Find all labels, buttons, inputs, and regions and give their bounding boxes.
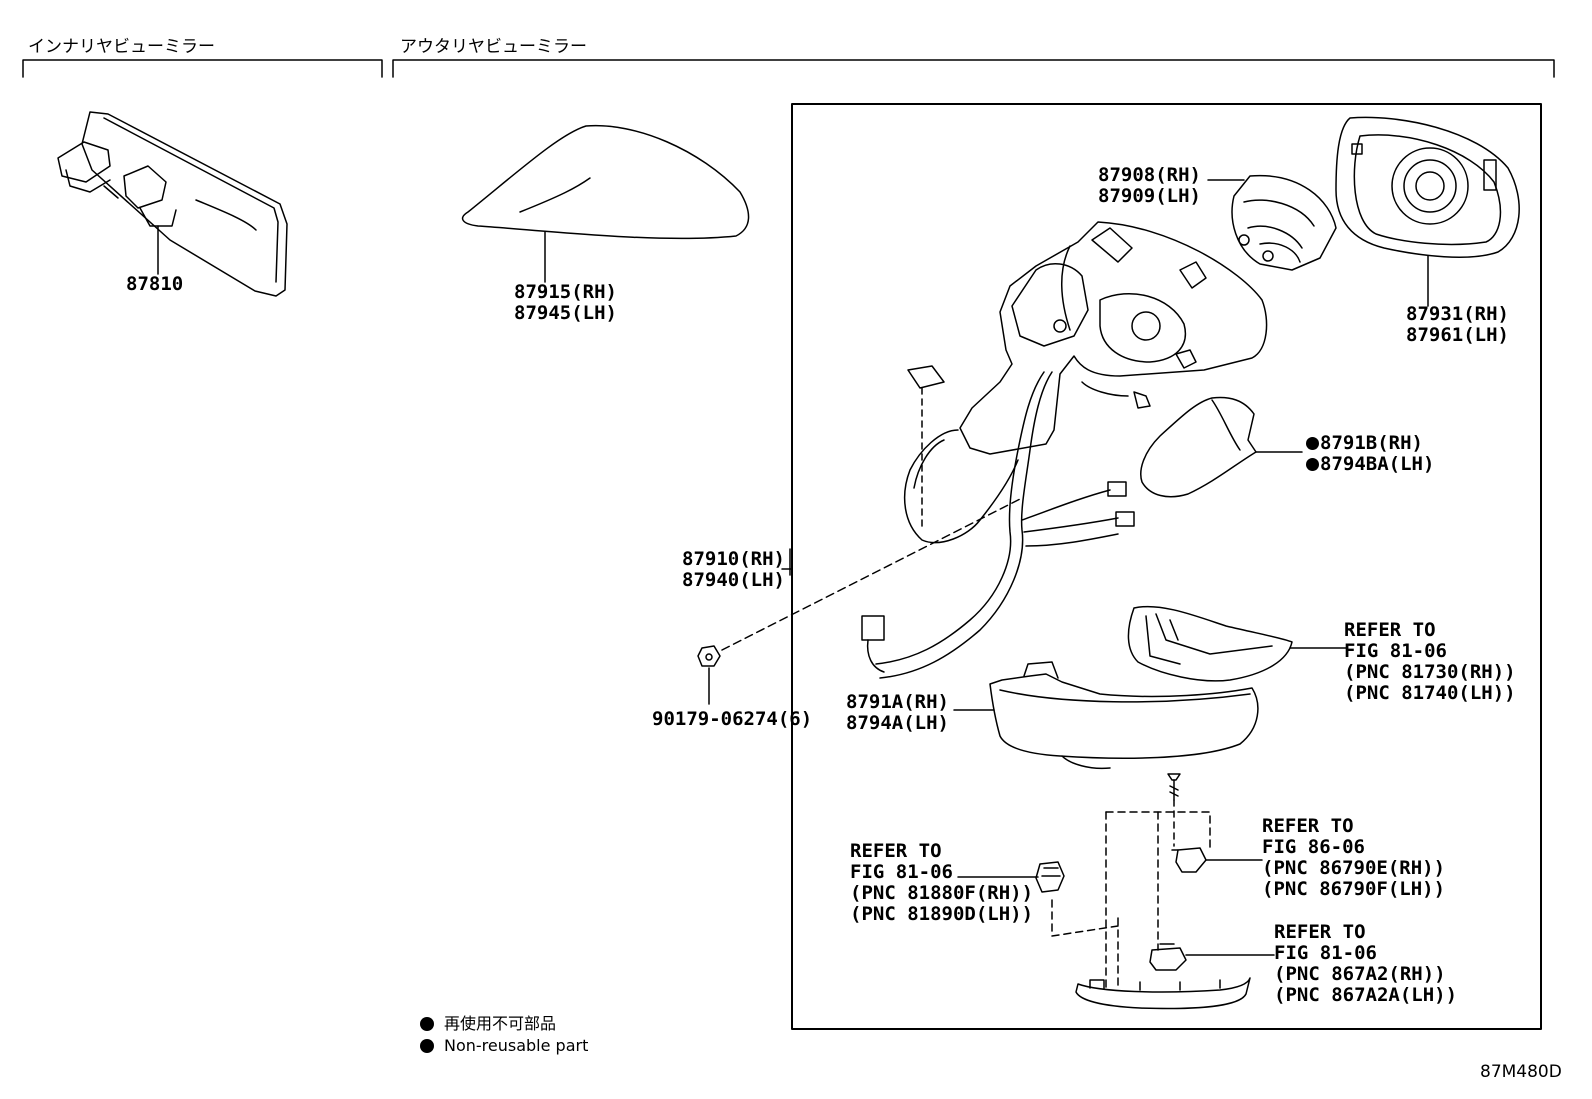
ref-81880-line2[interactable]: FIG 81-06 xyxy=(850,861,953,883)
part-label-87931-rh[interactable]: 87931(RH) xyxy=(1406,303,1509,325)
lamp-strip-drawing xyxy=(1075,977,1251,1010)
legend-jp: 再使用不可部品 xyxy=(420,1010,556,1034)
mirror-holder-drawing xyxy=(1335,116,1520,258)
screw-drawing xyxy=(1167,773,1181,847)
cover-clip-drawing xyxy=(907,365,945,531)
mirror-base-drawing xyxy=(861,221,1268,679)
part-label-87945-lh[interactable]: 87945(LH) xyxy=(514,302,617,324)
ref-81730-line4: (PNC 81740(LH)) xyxy=(1344,682,1516,704)
part-label-87961-lh[interactable]: 87961(LH) xyxy=(1406,324,1509,346)
ref-867A2-line2[interactable]: FIG 81-06 xyxy=(1274,942,1377,964)
non-reusable-mark xyxy=(1306,458,1319,471)
non-reusable-mark xyxy=(1306,437,1319,450)
ref-86790-line1[interactable]: REFER TO xyxy=(1262,815,1354,837)
part-label-8794BA-lh[interactable]: 8794BA(LH) xyxy=(1306,454,1434,475)
legend-en: Non-reusable part xyxy=(420,1036,588,1055)
ref-81880-line4: (PNC 81890D(LH)) xyxy=(850,903,1034,925)
ref-81730-line2[interactable]: FIG 81-06 xyxy=(1344,640,1447,662)
mirror-cover-drawing xyxy=(1140,396,1257,498)
section-bracket-outer xyxy=(392,59,1555,78)
ref-81880-line3: (PNC 81880F(RH)) xyxy=(850,882,1034,904)
ref-86790-line3: (PNC 86790E(RH)) xyxy=(1262,857,1446,879)
ref-86790-line4: (PNC 86790F(LH)) xyxy=(1262,878,1446,900)
ref-867A2-line4: (PNC 867A2A(LH)) xyxy=(1274,984,1458,1006)
ref-867A2-line1[interactable]: REFER TO xyxy=(1274,921,1366,943)
inner-mirror-drawing xyxy=(57,111,288,297)
actuator-drawing xyxy=(1231,174,1337,271)
part-label-87940-lh[interactable]: 87940(LH) xyxy=(682,569,785,591)
part-label-8794A-lh[interactable]: 8794A(LH) xyxy=(846,712,949,734)
lamp-86790-drawing xyxy=(1171,847,1207,873)
ref-81730-line1[interactable]: REFER TO xyxy=(1344,619,1436,641)
part-label-87909-lh[interactable]: 87909(LH) xyxy=(1098,185,1201,207)
part-label-8791B-rh-text: 8791B(RH) xyxy=(1320,432,1423,454)
part-label-87910-rh[interactable]: 87910(RH) xyxy=(682,548,785,570)
turn-lamp-drawing xyxy=(1127,605,1293,682)
legend-dot xyxy=(420,1017,434,1031)
lower-cover-drawing xyxy=(989,661,1259,770)
section-title-outer: アウタリヤビューミラー xyxy=(400,37,587,57)
ref-867A2-line3: (PNC 867A2(RH)) xyxy=(1274,963,1446,985)
lamp-81880-drawing xyxy=(1035,861,1065,893)
legend-jp-text: 再使用不可部品 xyxy=(444,1014,557,1033)
ref-81730-line3: (PNC 81730(RH)) xyxy=(1344,661,1516,683)
part-label-87810[interactable]: 87810 xyxy=(126,273,184,295)
clip-90179-drawing xyxy=(697,497,1023,667)
mirror-glass-drawing xyxy=(461,124,750,240)
dashed-assembly-lines xyxy=(1051,811,1211,991)
part-label-87915-rh[interactable]: 87915(RH) xyxy=(514,281,617,303)
legend-en-text: Non-reusable part xyxy=(444,1036,589,1055)
part-label-87908-rh[interactable]: 87908(RH) xyxy=(1098,164,1201,186)
ref-86790-line2[interactable]: FIG 86-06 xyxy=(1262,836,1365,858)
part-label-90179[interactable]: 90179-06274(6) xyxy=(652,708,813,730)
figure-code: 87M480D xyxy=(1480,1062,1562,1082)
ref-81880-line1[interactable]: REFER TO xyxy=(850,840,942,862)
legend-dot xyxy=(420,1039,434,1053)
part-label-8791A-rh[interactable]: 8791A(RH) xyxy=(846,691,949,713)
lamp-867A2-drawing xyxy=(1149,943,1187,971)
section-title-inner: インナリヤビューミラー xyxy=(28,37,215,57)
section-bracket-inner xyxy=(22,59,383,78)
part-label-8794BA-lh-text: 8794BA(LH) xyxy=(1320,453,1435,475)
part-label-8791B-rh[interactable]: 8791B(RH) xyxy=(1306,433,1423,454)
exploded-view-frame xyxy=(791,103,1542,1030)
